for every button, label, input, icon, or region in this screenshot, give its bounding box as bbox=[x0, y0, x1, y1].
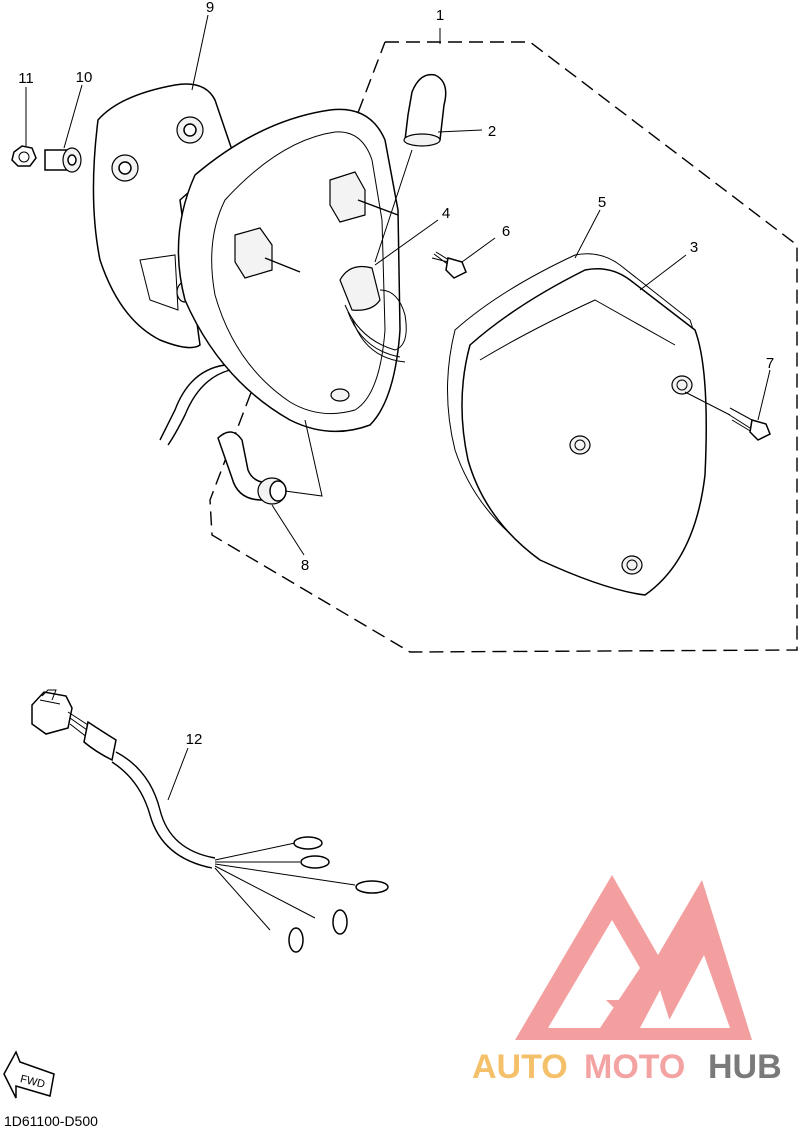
callout-10: 10 bbox=[76, 69, 93, 86]
leader-6 bbox=[461, 237, 496, 263]
taillight-housing bbox=[159, 108, 407, 446]
leader-2 bbox=[437, 129, 483, 133]
leader-4 bbox=[374, 219, 439, 266]
part-12-harness bbox=[31, 689, 389, 953]
part-2-bulb bbox=[403, 73, 447, 147]
watermark-auto: AUTO bbox=[472, 1048, 568, 1086]
callout-1: 1 bbox=[436, 7, 444, 24]
assembly-dashed-boundary bbox=[209, 41, 798, 653]
leader-7 bbox=[757, 369, 771, 421]
callout-12: 12 bbox=[186, 731, 203, 748]
callout-9: 9 bbox=[206, 0, 214, 16]
callout-4: 4 bbox=[442, 205, 450, 222]
callout-5: 5 bbox=[598, 194, 606, 211]
leader-8 bbox=[271, 504, 305, 556]
leader-5 bbox=[574, 209, 601, 259]
fwd-label: FWD bbox=[19, 1073, 46, 1091]
watermark-moto: MOTO bbox=[584, 1048, 685, 1086]
leader-10 bbox=[63, 84, 83, 149]
leader-3 bbox=[639, 254, 687, 291]
callout-7: 7 bbox=[766, 355, 774, 372]
leader-12 bbox=[167, 747, 189, 801]
part-9-bracket bbox=[92, 83, 233, 349]
part-3-lens bbox=[461, 268, 707, 596]
callout-3: 3 bbox=[690, 239, 698, 256]
callout-2: 2 bbox=[488, 123, 496, 140]
watermark-text: AUTO MOTO HUB bbox=[472, 1048, 782, 1086]
diagram-code: 1D61100-D500 bbox=[4, 1113, 98, 1129]
watermark-hub: HUB bbox=[708, 1048, 782, 1086]
part-11-nut bbox=[11, 145, 37, 167]
callout-11: 11 bbox=[18, 70, 34, 87]
leader-2-axis bbox=[374, 149, 413, 263]
callout-8: 8 bbox=[301, 557, 309, 574]
part-7-screw bbox=[684, 391, 771, 441]
part-8-grommet bbox=[217, 419, 323, 505]
part-10-collar bbox=[44, 147, 82, 173]
watermark-logo bbox=[515, 875, 752, 1040]
part-6-screw bbox=[431, 251, 467, 279]
leader-9 bbox=[191, 14, 209, 91]
fwd-arrow-icon: FWD bbox=[3, 1050, 55, 1099]
callout-6: 6 bbox=[502, 223, 510, 240]
